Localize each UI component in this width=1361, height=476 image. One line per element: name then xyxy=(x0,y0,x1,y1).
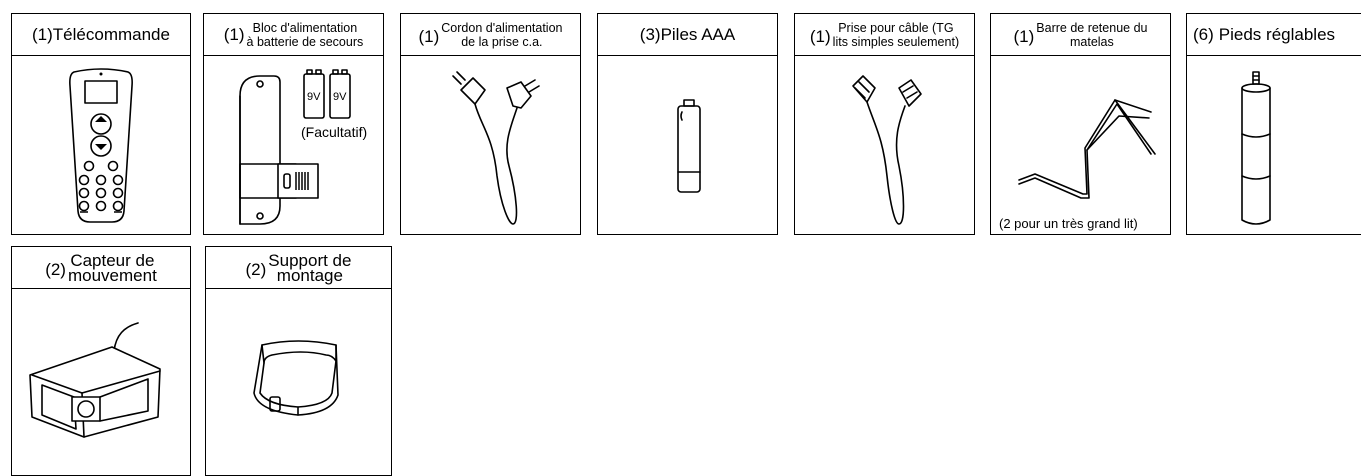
power-cord-illustration xyxy=(401,56,580,234)
cable-plug-drawing xyxy=(852,75,922,225)
item-header: (1)Télécommande xyxy=(12,14,190,56)
item-name: Support de montage xyxy=(268,250,352,285)
aaa-battery-drawing xyxy=(677,99,701,193)
battery-label: 9V xyxy=(307,91,321,103)
item-name: Bloc d'alimentation à batterie de secour… xyxy=(247,21,364,49)
item-qty: (2) xyxy=(245,260,267,279)
item-qty: (6) xyxy=(1193,24,1214,44)
item-header: (1) Bloc d'alimentation à batterie de se… xyxy=(204,14,383,56)
item-qty: (2) xyxy=(45,260,66,279)
item-name: Prise pour câble (TG lits simples seulem… xyxy=(833,21,959,49)
mounting-bracket-illustration xyxy=(206,289,391,475)
item-card-cable-plug: (1) Prise pour câble (TG lits simples se… xyxy=(794,13,975,235)
item-header: (1) Barre de retenue du matelas xyxy=(991,14,1170,56)
item-header: (1) Cordon d'alimentation de la prise c.… xyxy=(401,14,580,56)
item-name-line1: Prise pour câble (TG xyxy=(838,20,954,35)
item-name: Capteur de mouvement xyxy=(67,250,157,285)
item-name: Cordon d'alimentation de la prise c.a. xyxy=(441,21,562,49)
item-name: Piles AAA xyxy=(660,24,736,44)
item-qty: (3) xyxy=(639,24,661,44)
adjustable-leg-drawing xyxy=(1241,71,1271,225)
item-qty: (1) xyxy=(223,24,245,44)
item-header: (6)Pieds réglables xyxy=(1187,14,1361,56)
aaa-battery-illustration xyxy=(598,56,777,234)
adjustable-leg-illustration xyxy=(1187,56,1361,234)
item-qty: (1) xyxy=(418,27,440,46)
item-note: (2 pour un très grand lit) xyxy=(999,216,1138,231)
item-card-remote: (1)Télécommande xyxy=(11,13,191,235)
item-card-aaa-batteries: (3)Piles AAA xyxy=(597,13,778,235)
item-name: Pieds réglables xyxy=(1218,24,1336,44)
remote-illustration xyxy=(12,56,190,234)
item-card-adjustable-legs: (6)Pieds réglables xyxy=(1186,13,1361,235)
item-name-line1: Support de xyxy=(268,250,352,270)
item-header: (1) Prise pour câble (TG lits simples se… xyxy=(795,14,974,56)
item-qty: (1) xyxy=(32,24,53,44)
item-header: (2) Support de montage xyxy=(206,247,391,289)
motion-sensor-illustration xyxy=(12,289,190,475)
item-name-line2: montage xyxy=(276,265,343,285)
remote-drawing xyxy=(69,68,133,223)
retainer-bar-illustration: (2 pour un très grand lit) xyxy=(991,56,1170,234)
item-name-line2: mouvement xyxy=(67,265,157,285)
item-card-retainer-bar: (1) Barre de retenue du matelas (2 pour … xyxy=(990,13,1171,235)
battery-pack-drawing: 9V 9V xyxy=(239,69,351,225)
item-name: Barre de retenue du matelas xyxy=(1036,21,1147,49)
item-card-motion-sensor: (2) Capteur de mouvement xyxy=(11,246,191,476)
item-qty: (1) xyxy=(809,27,831,46)
item-card-power-cord: (1) Cordon d'alimentation de la prise c.… xyxy=(400,13,581,235)
item-name: Télécommande xyxy=(52,24,170,44)
item-name-line1: Bloc d'alimentation xyxy=(252,20,358,35)
item-name-line2: matelas xyxy=(1069,34,1114,49)
retainer-bar-drawing xyxy=(1018,99,1156,199)
item-card-mounting-bracket: (2) Support de montage xyxy=(205,246,392,476)
item-name-line2: de la prise c.a. xyxy=(461,34,543,49)
item-name-line2: lits simples seulement) xyxy=(832,34,960,49)
item-name-line1: Capteur de xyxy=(70,250,155,270)
item-name-line2: à batterie de secours xyxy=(246,34,364,49)
power-cord-drawing xyxy=(452,71,540,225)
cable-plug-illustration xyxy=(795,56,974,234)
item-note: (Facultatif) xyxy=(301,124,368,140)
motion-sensor-drawing xyxy=(29,322,161,438)
item-name-line1: Cordon d'alimentation xyxy=(441,20,563,35)
item-header: (2) Capteur de mouvement xyxy=(12,247,190,289)
item-card-battery-pack: (1) Bloc d'alimentation à batterie de se… xyxy=(203,13,384,235)
battery-label: 9V xyxy=(333,91,347,103)
item-header: (3)Piles AAA xyxy=(598,14,777,56)
item-name-line1: Barre de retenue du xyxy=(1036,20,1148,35)
item-qty: (1) xyxy=(1013,27,1035,46)
battery-pack-illustration: 9V 9V (Facultatif) xyxy=(204,56,383,234)
mounting-bracket-drawing xyxy=(253,340,339,416)
